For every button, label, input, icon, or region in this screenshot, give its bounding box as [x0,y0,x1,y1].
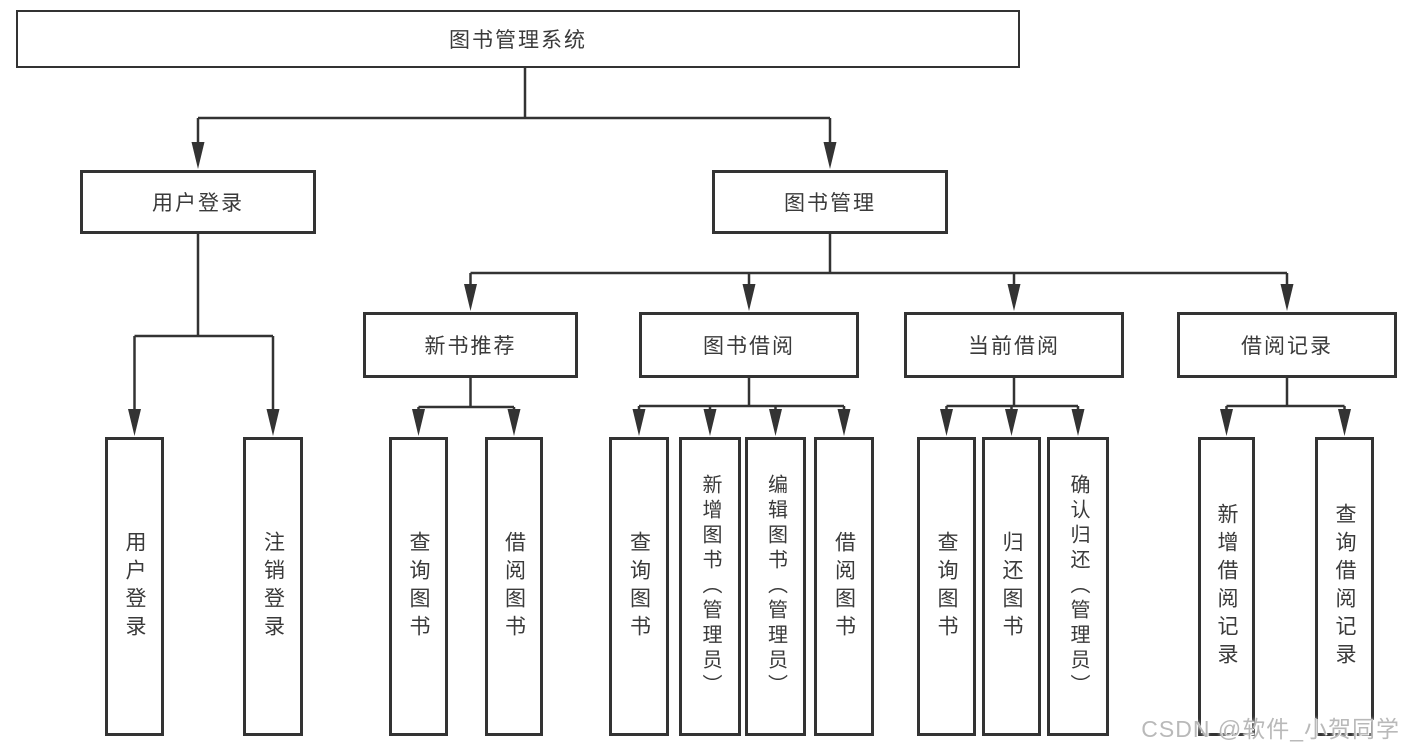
node-bb-add-books-admin: 新增图书（管理员） [679,437,741,736]
node-nb-query-books: 查询图书 [389,437,448,736]
node-br-add-record: 新增借阅记录 [1198,437,1255,736]
node-br-query-record: 查询借阅记录 [1315,437,1374,736]
node-library-system: 图书管理系统 [16,10,1020,68]
node-bb-query-books: 查询图书 [609,437,669,736]
node-bb-edit-books-admin: 编辑图书（管理员） [745,437,806,736]
node-user-login-leaf: 用户登录 [105,437,164,736]
csdn-watermark: CSDN @软件_小贺同学 [1141,716,1400,742]
node-cb-query-books: 查询图书 [917,437,976,736]
node-nb-borrow-books: 借阅图书 [485,437,543,736]
node-book-borrowing: 图书借阅 [639,312,859,378]
node-book-management: 图书管理 [712,170,948,234]
node-new-book-recommendation: 新书推荐 [363,312,578,378]
node-cb-return-books: 归还图书 [982,437,1041,736]
node-current-borrowing: 当前借阅 [904,312,1124,378]
node-cb-confirm-return-admin: 确认归还（管理员） [1047,437,1109,736]
node-user-login-group: 用户登录 [80,170,316,234]
node-borrowing-records: 借阅记录 [1177,312,1397,378]
node-bb-borrow-books: 借阅图书 [814,437,874,736]
node-logout: 注销登录 [243,437,303,736]
